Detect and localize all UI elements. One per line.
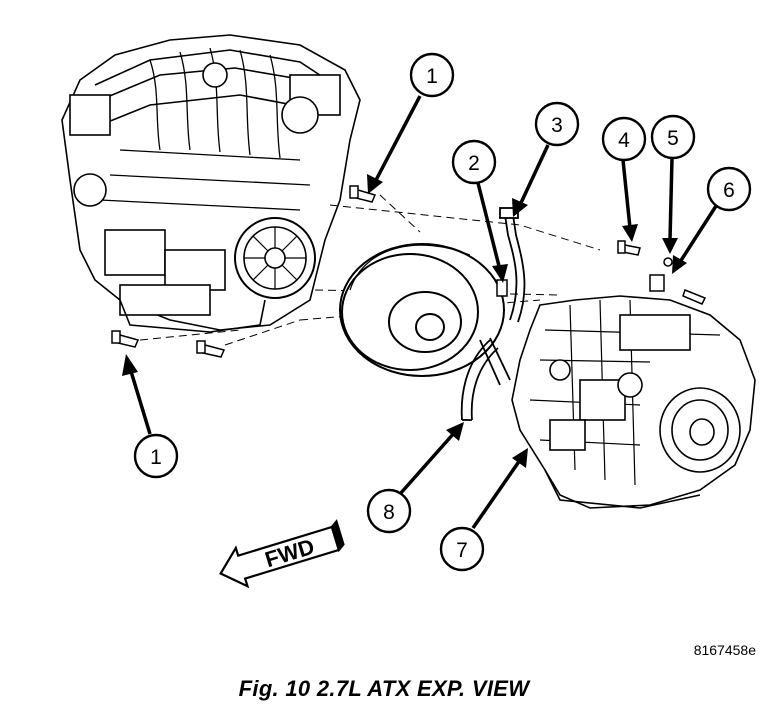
exploded-view-diagram: 1 1 2 3 4 5 6 7 (61, 34, 756, 589)
transaxle-illustration (511, 295, 756, 509)
leader-arrow-3 (512, 144, 550, 217)
svg-text:6: 6 (723, 179, 735, 202)
leader-arrow-2 (476, 182, 508, 283)
svg-text:1: 1 (150, 446, 162, 469)
svg-text:7: 7 (456, 539, 468, 562)
leader-arrow-4 (621, 159, 638, 242)
figure-code: 8167458e (693, 642, 756, 658)
cooler-hose (460, 337, 511, 421)
sensor-part (649, 257, 707, 305)
callout-1-top: 1 (409, 52, 455, 98)
callout-1-bottom: 1 (133, 433, 179, 479)
callout-2: 2 (451, 139, 497, 185)
svg-text:4: 4 (618, 129, 630, 152)
bolt-part (349, 185, 377, 203)
svg-text:8: 8 (383, 501, 395, 524)
engine-illustration (61, 34, 361, 333)
svg-text:5: 5 (667, 127, 679, 150)
leader-arrow-7 (471, 448, 528, 529)
callout-7: 7 (439, 526, 485, 572)
callout-3: 3 (534, 101, 580, 147)
svg-text:2: 2 (468, 152, 480, 175)
plug-part (496, 279, 508, 297)
leader-arrow-1-bottom (122, 354, 152, 435)
svg-text:3: 3 (551, 114, 563, 137)
figure-caption: Fig. 10 2.7L ATX EXP. VIEW (238, 676, 530, 701)
bolt-part (617, 240, 641, 256)
callout-8: 8 (366, 488, 412, 534)
leader-arrow-6 (672, 205, 718, 274)
leader-arrow-1-top (367, 95, 422, 194)
torque-converter (339, 243, 505, 377)
callout-5: 5 (650, 114, 696, 160)
svg-text:FWD: FWD (262, 534, 317, 573)
leader-arrow-8 (398, 422, 464, 496)
bolt-part (196, 340, 226, 358)
svg-text:1: 1 (426, 65, 438, 88)
bolt-part (111, 330, 140, 348)
callout-4: 4 (601, 116, 647, 162)
leader-arrow-5 (662, 157, 678, 254)
callout-6: 6 (706, 166, 752, 212)
fwd-arrow: FWD (219, 519, 345, 589)
